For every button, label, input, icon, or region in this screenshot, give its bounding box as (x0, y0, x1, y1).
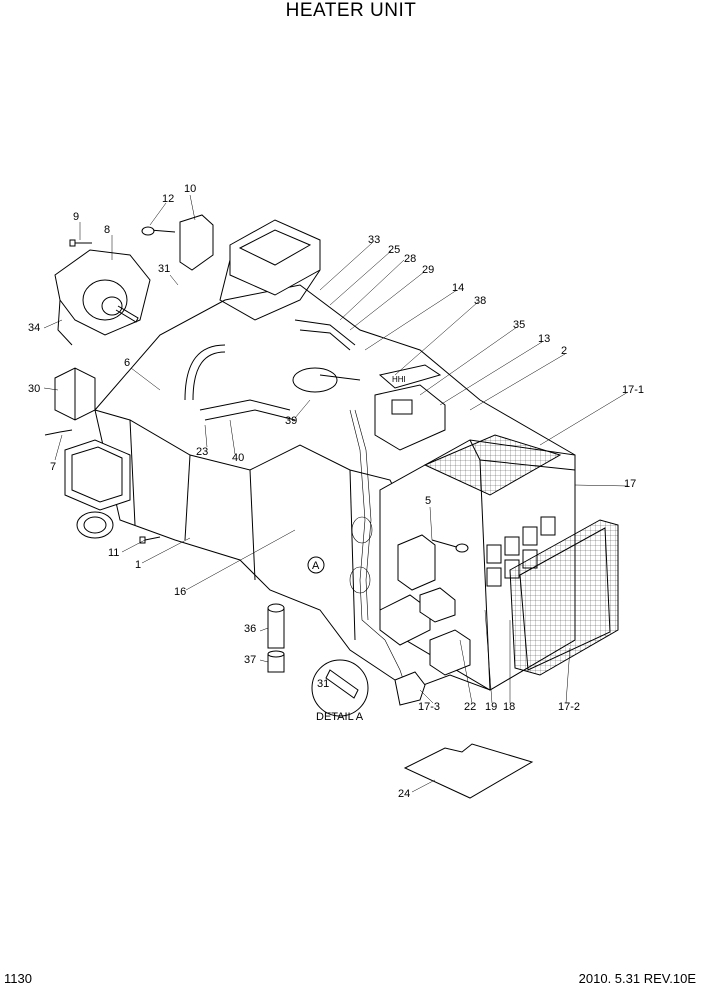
callout-39: 39 (285, 415, 297, 427)
wiring-harness (349, 409, 411, 701)
callout-18: 18 (503, 701, 515, 713)
blower-motor (54, 249, 151, 346)
gasket (403, 743, 534, 799)
leader-lines (43, 194, 629, 793)
callout-36: 36 (244, 623, 256, 635)
front-duct (64, 439, 131, 539)
callout-22: 22 (464, 701, 476, 713)
top-duct (219, 219, 321, 321)
actuator (44, 367, 96, 436)
callout-38: 38 (474, 295, 486, 307)
heater-case (94, 284, 576, 691)
callout-1: 1 (135, 559, 141, 571)
callout-13: 13 (538, 333, 550, 345)
callout-7: 7 (50, 461, 56, 473)
bracket-10 (141, 214, 214, 271)
callout-12: 12 (162, 193, 174, 205)
side-filter (509, 519, 619, 676)
callout-14: 14 (452, 282, 464, 294)
detail-a-label: DETAIL A (316, 711, 364, 723)
detail-a-marker: A (312, 560, 320, 572)
callout-17-2: 17-2 (558, 701, 580, 713)
callout-33: 33 (368, 234, 380, 246)
page-number: 1130 (4, 971, 32, 986)
callout-40: 40 (232, 452, 244, 464)
callout-25: 25 (388, 244, 400, 256)
callout-28: 28 (404, 253, 416, 265)
callout-29: 29 (422, 264, 434, 276)
revision-date: 2010. 5.31 REV.10E (578, 971, 696, 986)
callout-23: 23 (196, 446, 208, 458)
drain-tube (267, 603, 285, 673)
callout-6: 6 (124, 357, 130, 369)
heater-hoses (184, 319, 361, 421)
callout-5: 5 (425, 495, 431, 507)
callout-31: 31 (158, 263, 170, 275)
callout-31-detail: 31 (317, 678, 329, 690)
control-module: HHI (374, 364, 446, 451)
callout-24: 24 (398, 788, 410, 800)
callout-9: 9 (73, 211, 79, 223)
screws (69, 239, 161, 544)
detail-a: DETAIL A A (307, 556, 369, 723)
page-title: HEATER UNIT (285, 0, 417, 21)
callout-35: 35 (513, 319, 525, 331)
callout-16: 16 (174, 586, 186, 598)
callout-17: 17 (624, 478, 636, 490)
callout-2: 2 (561, 345, 567, 357)
callout-30: 30 (28, 383, 40, 395)
actuator-5 (397, 534, 469, 591)
callout-17-1: 17-1 (622, 384, 644, 396)
callout-19: 19 (485, 701, 497, 713)
callout-11: 11 (108, 547, 119, 559)
callout-10: 10 (184, 183, 196, 195)
callout-8: 8 (104, 224, 110, 236)
callout-17-3: 17-3 (418, 701, 440, 713)
callout-34: 34 (28, 322, 40, 334)
callout-numbers: 10 12 9 8 31 34 6 30 7 11 1 16 23 40 39 … (28, 183, 644, 800)
hhi-stamp: HHI (392, 375, 406, 384)
callout-37: 37 (244, 654, 256, 666)
